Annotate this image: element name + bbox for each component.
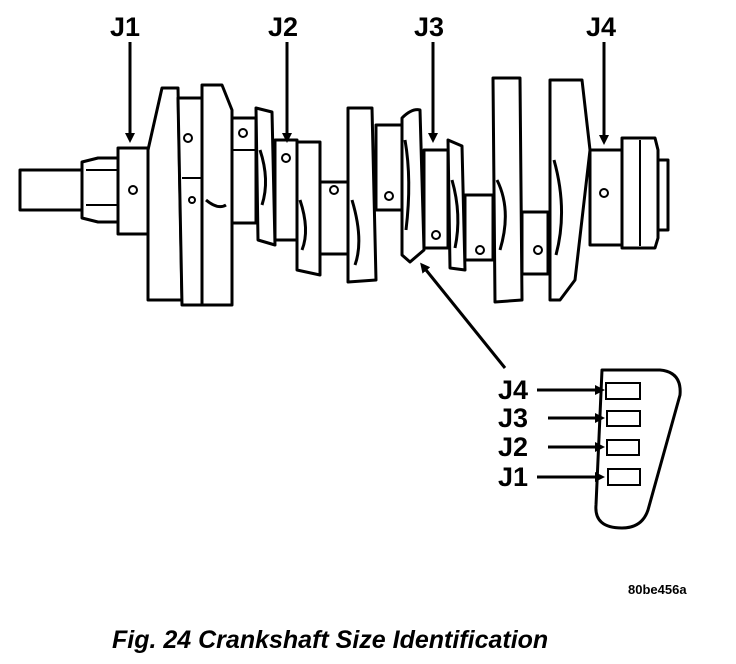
journal-label-j3: J3 — [414, 12, 444, 42]
stamp-pad-outline — [594, 368, 682, 530]
stamp-label-j4: J4 — [498, 375, 528, 405]
figure-caption: Fig. 24 Crankshaft Size Identification — [112, 626, 548, 654]
stamp-box-j2 — [606, 439, 640, 456]
crankshaft-illustration — [18, 76, 670, 307]
stamp-label-j2: J2 — [498, 432, 528, 462]
figure-code: 80be456a — [628, 582, 687, 597]
journal-label-j4: J4 — [586, 12, 616, 42]
stamp-label-j3: J3 — [498, 403, 528, 433]
stamp-box-j1 — [607, 468, 641, 486]
stamp-label-j1: J1 — [498, 462, 528, 492]
stamp-box-j3 — [606, 410, 641, 427]
stamp-box-j4 — [605, 382, 641, 400]
journal-label-j1: J1 — [110, 12, 140, 42]
journal-label-j2: J2 — [268, 12, 298, 42]
stamp-pad-detail: J4 J3 J2 J1 — [498, 368, 682, 530]
journal-label-group: J1 J2 J3 J4 — [110, 12, 616, 145]
stamp-location-arrow — [420, 262, 507, 369]
